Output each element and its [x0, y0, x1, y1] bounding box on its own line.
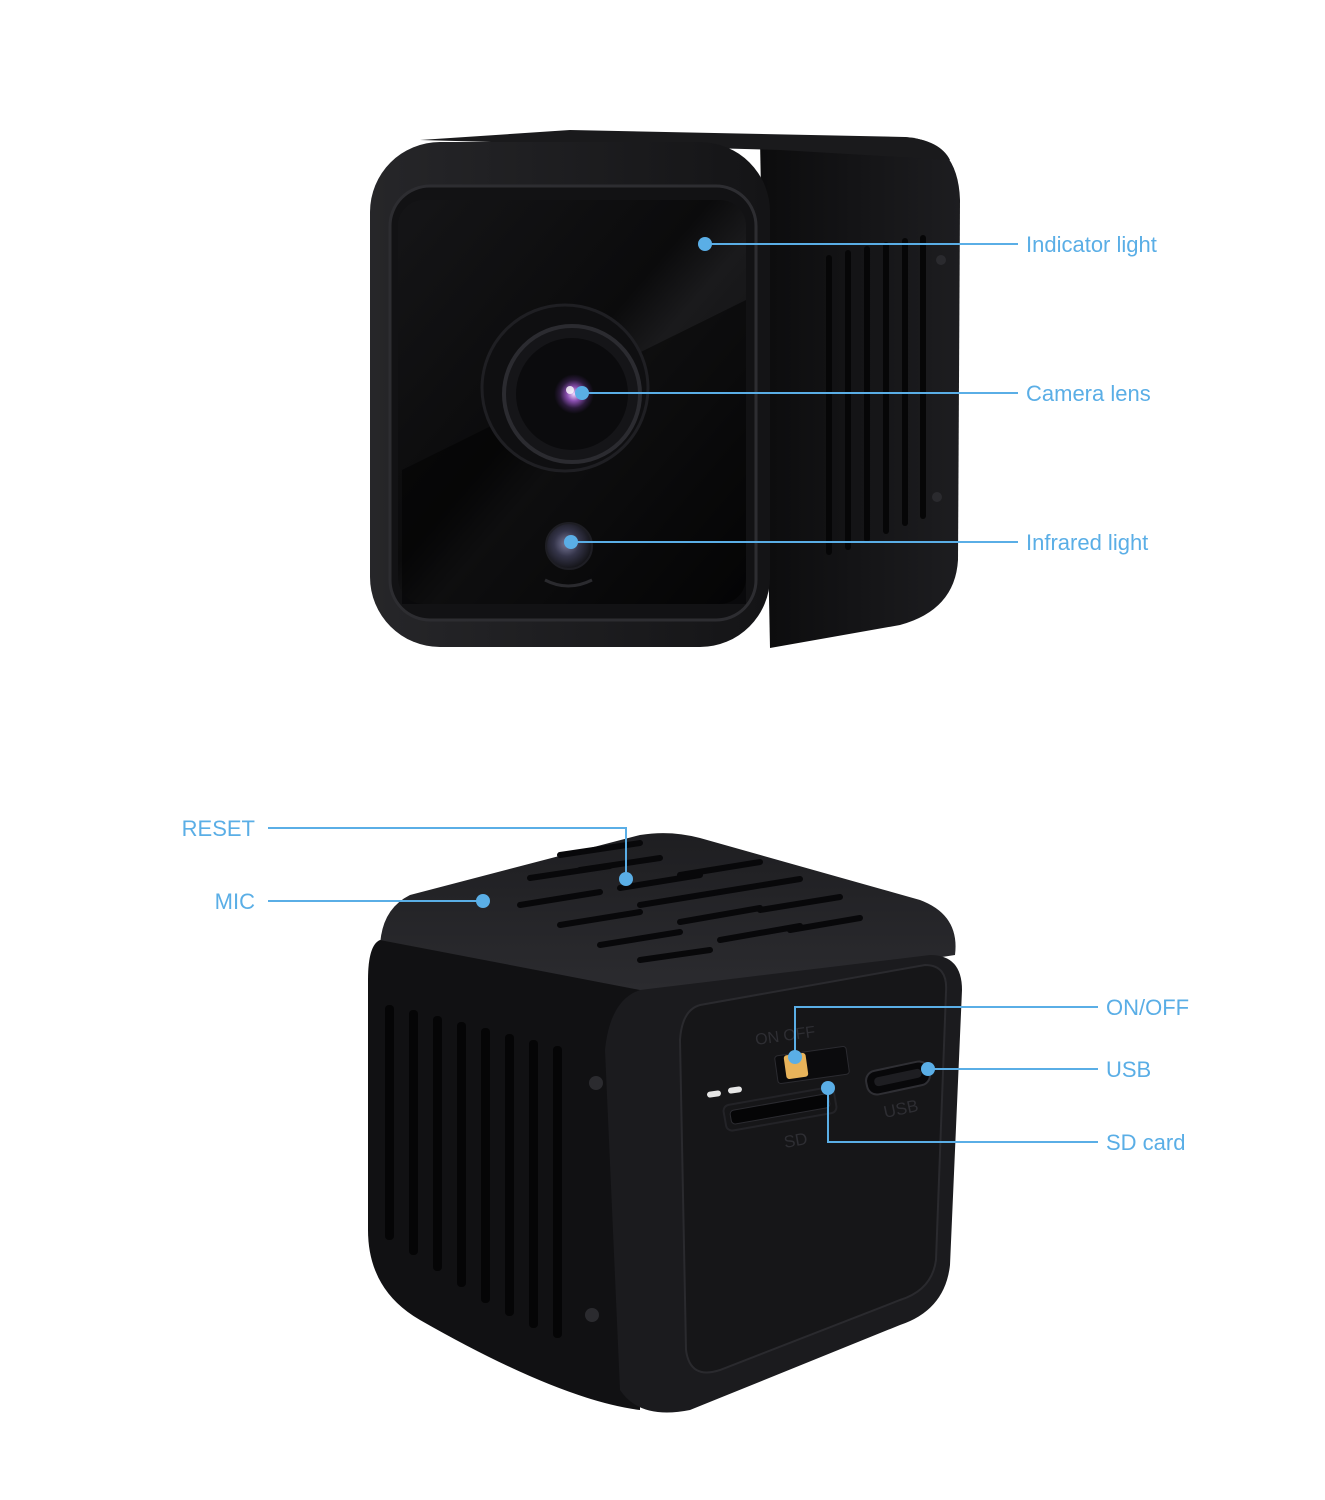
- mic-label: MIC: [214, 889, 255, 914]
- usb-label: USB: [1106, 1057, 1152, 1082]
- reset-label: RESET: [181, 816, 255, 841]
- mic-callout-dot: [476, 894, 490, 908]
- sd-card-label: SD card: [1106, 1130, 1186, 1155]
- back-camera-left-face: [368, 940, 640, 1410]
- reset-callout-dot: [619, 872, 633, 886]
- usb-callout-dot: [921, 1062, 935, 1076]
- screw-upper: [589, 1076, 603, 1090]
- back-callout-lines: [268, 827, 1098, 1143]
- back-view-camera: ON OFF SD USB: [368, 833, 962, 1413]
- left-vents: [385, 1005, 562, 1338]
- camera-lens-label: Camera lens: [1026, 381, 1151, 406]
- top-vents: [517, 840, 863, 963]
- indicator-light-label: Indicator light: [1026, 232, 1157, 257]
- indicator-callout-dot: [698, 237, 712, 251]
- onoff-label: ON/OFF: [1106, 995, 1190, 1020]
- sd-card-slot[interactable]: [729, 1093, 831, 1125]
- sd-marking: SD: [782, 1129, 809, 1152]
- lens-callout-dot: [575, 386, 589, 400]
- infrared-callout-dot: [564, 535, 578, 549]
- back-camera-top: [380, 833, 956, 1000]
- port-panel: [678, 963, 948, 1374]
- front-view-camera: [370, 130, 960, 648]
- infrared-light-label: Infrared light: [1026, 530, 1149, 555]
- back-callout-dots: [476, 872, 935, 1095]
- front-side-screw-bottom: [932, 492, 942, 502]
- screw-lower: [585, 1308, 599, 1322]
- onoff-callout-dot: [788, 1050, 802, 1064]
- sd-callout-dot: [821, 1081, 835, 1095]
- front-side-screw-top: [936, 255, 946, 265]
- front-callout-lines: [564, 237, 1018, 549]
- lens-assembly: [480, 303, 650, 473]
